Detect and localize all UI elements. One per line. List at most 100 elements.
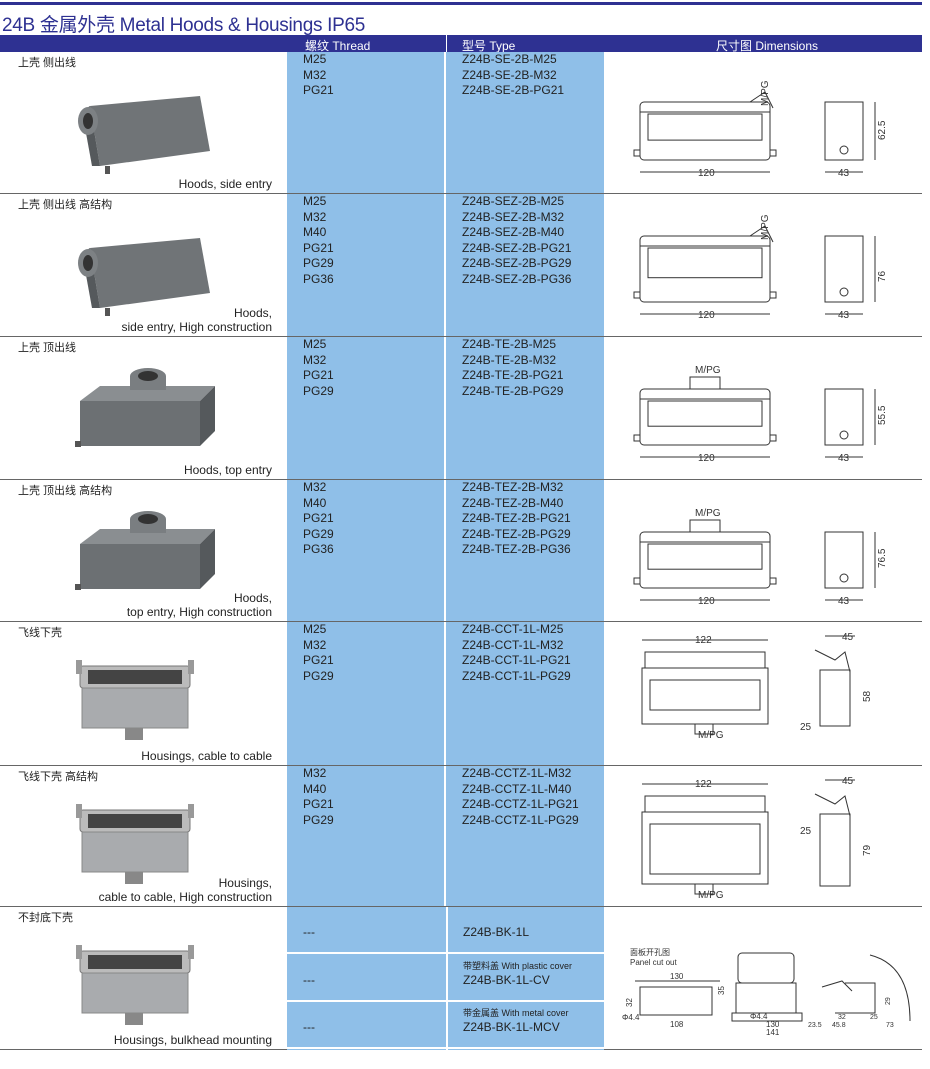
dim-label: 23.5 — [808, 1022, 822, 1029]
hood-photo — [78, 238, 210, 316]
dim-label: M/PG — [760, 80, 771, 106]
top-rule — [0, 2, 922, 5]
product-image — [70, 494, 220, 604]
caption-line: Hoods, side entry — [178, 177, 272, 191]
dim-label: 120 — [698, 453, 715, 464]
dim-label: 130 — [766, 1020, 780, 1029]
dim-label: M/PG — [760, 214, 771, 240]
type-value: Z24B-BK-1L-CV — [463, 972, 550, 987]
housing-photo — [76, 804, 194, 884]
thread-value: M40 — [303, 781, 327, 796]
thread-value: M32 — [303, 67, 327, 82]
caption-line: Housings, — [218, 876, 272, 890]
dim-label: 32 — [838, 1014, 846, 1021]
type-value: Z24B-SEZ-2B-M40 — [462, 225, 565, 239]
dim-label: M/PG — [698, 730, 724, 741]
dim-label: 108 — [670, 1020, 684, 1029]
dim-label: 62.5 — [877, 120, 888, 140]
hood-photo — [75, 368, 215, 447]
dim-label: 45 — [842, 776, 854, 787]
header-divider — [446, 35, 447, 52]
caption-line: side entry, High construction — [121, 320, 272, 334]
dim-label: 122 — [695, 635, 712, 646]
thread-value: PG36 — [303, 542, 334, 556]
thread-value: --- — [303, 925, 315, 939]
hood-photo — [78, 96, 210, 174]
dim-label: 130 — [670, 972, 684, 981]
product-caption: Housings, cable to cable — [141, 749, 272, 763]
product-image — [70, 780, 220, 890]
dim-label: 43 — [838, 310, 850, 321]
thread-value: PG21 — [303, 511, 334, 525]
caption-line: top entry, High construction — [126, 605, 272, 619]
thread-value: PG21 — [303, 653, 334, 667]
thread-value: PG29 — [303, 526, 334, 541]
product-image — [70, 208, 220, 318]
header-type: 型号 Type — [462, 39, 516, 53]
dim-label: 76 — [877, 270, 888, 282]
category-label: 飞线下壳 高结构 — [18, 771, 99, 783]
product-caption: Hoods,side entry, High construction — [121, 306, 272, 334]
type-value: Z24B-SEZ-2B-M25 — [462, 194, 565, 208]
thread-value: PG21 — [303, 240, 334, 255]
dim-label: Panel cut out — [630, 958, 677, 967]
type-value: Z24B-CCTZ-1L-M40 — [462, 781, 572, 796]
dim-label: 43 — [838, 596, 850, 607]
dim-label: 141 — [766, 1028, 780, 1037]
thread-value: M25 — [303, 194, 327, 208]
caption-line: cable to cable, High construction — [98, 890, 272, 904]
thread-value: PG29 — [303, 668, 334, 683]
housing-photo — [76, 945, 194, 1025]
dim-label: 73 — [886, 1022, 894, 1029]
divider — [446, 907, 448, 1050]
type-value: Z24B-CCT-1L-PG21 — [462, 653, 571, 667]
header-dimensions: 尺寸图 Dimensions — [716, 39, 819, 53]
type-value: Z24B-CCTZ-1L-PG21 — [462, 797, 579, 811]
category-label: 上壳 侧出线 高结构 — [18, 199, 113, 211]
category-label: 飞线下壳 — [18, 627, 62, 639]
category-label: 上壳 侧出线 — [18, 57, 77, 69]
page-title: 24B 金属外壳 Metal Hoods & Housings IP65 — [2, 15, 366, 36]
type-value: Z24B-SE-2B-M25 — [462, 52, 557, 66]
dim-label: 43 — [838, 453, 850, 464]
product-caption: Hoods, top entry — [184, 463, 272, 477]
thread-value: PG21 — [303, 797, 334, 811]
dim-label: 45 — [842, 632, 854, 643]
type-value: Z24B-CCTZ-1L-M32 — [462, 766, 572, 780]
type-value: Z24B-TEZ-2B-PG29 — [462, 526, 571, 541]
cover-note: 带金属盖 With metal cover — [463, 1008, 569, 1018]
type-value: Z24B-TEZ-2B-PG21 — [462, 511, 571, 525]
thread-value: M40 — [303, 495, 327, 510]
dim-label: 79 — [862, 844, 873, 856]
product-image — [70, 66, 220, 176]
thread-value: PG29 — [303, 383, 334, 398]
dim-label: 32 — [625, 998, 634, 1007]
dim-label: 120 — [698, 310, 715, 321]
dim-label: 35 — [717, 986, 726, 995]
thread-value: M40 — [303, 225, 327, 239]
caption-line: Hoods, — [233, 306, 272, 320]
cover-note: 带塑料盖 With plastic cover — [463, 960, 573, 971]
thread-value: M32 — [303, 209, 327, 224]
thread-value: PG29 — [303, 256, 334, 270]
dimension-drawing: M/PG 120 43 76 — [620, 202, 920, 330]
type-value: Z24B-BK-1L-MCV — [463, 1020, 560, 1034]
type-value: Z24B-BK-1L — [463, 925, 530, 939]
type-value: Z24B-TE-2B-PG21 — [462, 368, 564, 382]
thread-value: M25 — [303, 337, 327, 351]
caption-line: Hoods, — [233, 591, 272, 605]
